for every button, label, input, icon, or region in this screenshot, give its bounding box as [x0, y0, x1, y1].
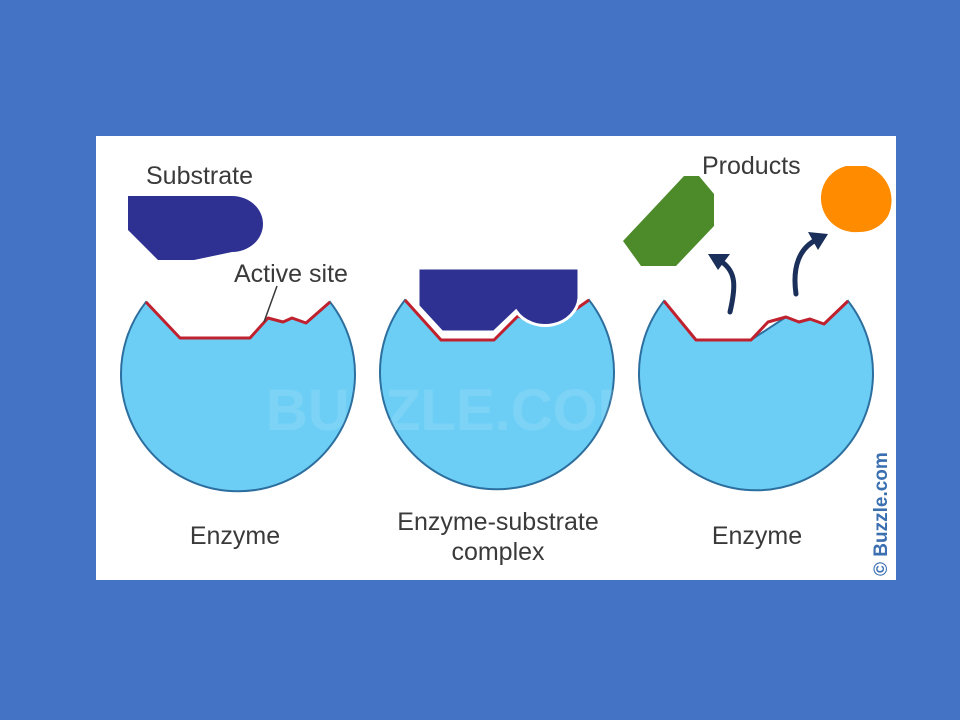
active-site-line	[662, 299, 850, 342]
complex-label-line2: complex	[451, 538, 545, 566]
release-arrow-left	[708, 254, 737, 315]
enzyme-body	[638, 299, 874, 492]
enzyme-label-right: Enzyme	[712, 522, 802, 550]
product-orange-shape	[820, 166, 892, 233]
active-site-line	[144, 300, 331, 340]
release-arrow-right	[792, 232, 828, 297]
watermark-text: BUZZLE.COM	[266, 378, 646, 443]
bound-substrate-shape	[416, 266, 581, 334]
enzyme-body	[379, 298, 615, 491]
active-site-pointer	[263, 285, 278, 323]
enzyme-diagram: BUZZLE.COM Substrate Active site Product…	[120, 152, 892, 576]
complex-label-line1: Enzyme-substrate	[397, 508, 598, 536]
substrate-label: Substrate	[146, 162, 253, 190]
enzyme-label-left: Enzyme	[190, 522, 280, 550]
products-label: Products	[702, 152, 801, 180]
credit-text: © Buzzle.com	[871, 452, 892, 576]
enzyme-body	[120, 300, 356, 493]
enzyme-free-right	[638, 299, 874, 492]
enzyme-free-left	[120, 300, 356, 493]
enzyme-complex	[379, 266, 615, 491]
product-green-shape	[623, 176, 714, 266]
active-site-label: Active site	[234, 260, 348, 288]
substrate-shape	[128, 196, 263, 260]
diagram-panel: BUZZLE.COM Substrate Active site Product…	[96, 136, 896, 580]
